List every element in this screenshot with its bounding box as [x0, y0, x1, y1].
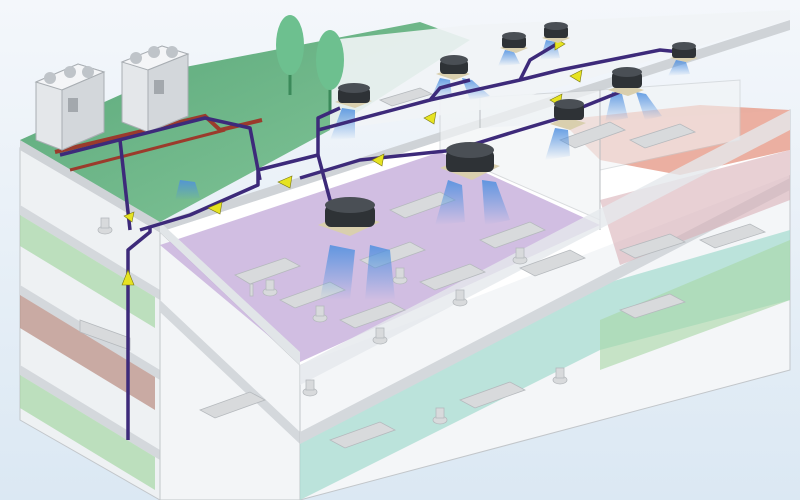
zone-brown-left: [20, 295, 155, 410]
flow-arrow-icon: [371, 153, 385, 167]
desk-icon: [419, 263, 486, 291]
desk-icon: [234, 257, 301, 297]
airflow: [435, 180, 465, 225]
ceiling-cassette-icon: [500, 32, 528, 53]
desk-icon: [628, 123, 697, 149]
office-chair-icon: [302, 379, 318, 397]
desk-icon: [329, 421, 396, 449]
office-chair-icon: [372, 327, 388, 345]
ceiling-cassette-icon: [318, 197, 380, 236]
desk-icon: [378, 87, 434, 107]
ceiling-cassette-icon: [670, 42, 698, 62]
floor-slab: [20, 205, 160, 300]
desk-icon: [618, 293, 687, 319]
flow-arrow-icon: [207, 201, 223, 215]
airflow: [175, 180, 200, 200]
left-glass-wall: [160, 222, 300, 365]
airflow: [605, 92, 628, 122]
ceiling-cassette-icon: [542, 22, 570, 43]
pipe-branch: [317, 78, 471, 132]
airflow: [482, 180, 510, 225]
airflow: [668, 60, 690, 76]
desk-icon: [519, 249, 586, 277]
airflow: [636, 92, 662, 120]
desk-icon: [79, 319, 131, 351]
desk-icon: [479, 221, 546, 249]
pipe-branch: [518, 40, 561, 81]
office-chair-icon: [552, 367, 568, 385]
airflow: [365, 245, 395, 300]
office-chair-icon: [432, 407, 448, 425]
office-chair-icon: [452, 289, 468, 307]
trees: [276, 15, 344, 112]
ceiling-cassette-icon: [550, 99, 586, 130]
flow-arrow-icon: [277, 175, 293, 189]
flow-arrow-icon: [123, 211, 135, 223]
airflow: [545, 128, 570, 160]
ceiling-cassette-icon: [440, 142, 500, 180]
flow-arrows: [121, 37, 583, 286]
outdoor-condenser-icon: [120, 45, 190, 133]
outdoor-units: [34, 45, 190, 151]
outdoor-condenser-icon: [34, 63, 106, 151]
pipe-branch: [316, 106, 341, 155]
flow-arrow-icon: [569, 69, 583, 83]
tree-icon: [276, 15, 304, 95]
zone-green-left-low: [20, 375, 155, 490]
airflow: [498, 50, 520, 66]
office-chair-icon: [262, 279, 278, 297]
flow-arrow-icon: [423, 111, 437, 125]
desk-icon: [559, 121, 626, 149]
front-glass-wall: [300, 110, 790, 385]
office-chair-icon: [97, 217, 113, 235]
roof-slab-edge: [20, 140, 160, 232]
ceiling-cassette-icon: [335, 83, 372, 108]
floor-slab: [20, 365, 160, 460]
office-chair-icon: [512, 247, 528, 265]
desk-icon: [459, 381, 526, 409]
office-chair-icon: [392, 267, 408, 285]
desk-icon: [618, 233, 687, 259]
pipe-riser: [126, 228, 152, 440]
indoor-units: [318, 22, 698, 236]
office-chair-icon: [312, 305, 328, 323]
airflow: [320, 245, 355, 300]
desk-icon: [339, 301, 406, 329]
tree-icon: [316, 30, 344, 112]
desk-icon: [199, 391, 266, 419]
floor-slab: [160, 300, 300, 444]
desk-icon: [698, 223, 767, 249]
pipe-roof-link: [59, 116, 262, 181]
zone-green-right: [600, 240, 790, 370]
airflow-cones: [175, 40, 690, 300]
pipe-branch: [429, 48, 681, 102]
ceiling-cassette-icon: [436, 55, 470, 80]
zone-rose: [600, 150, 790, 265]
zone-green-left: [20, 215, 155, 328]
flow-arrow-icon: [121, 269, 135, 286]
pipe-trench: [69, 128, 226, 172]
ceiling-cassette-icon: [608, 67, 644, 96]
